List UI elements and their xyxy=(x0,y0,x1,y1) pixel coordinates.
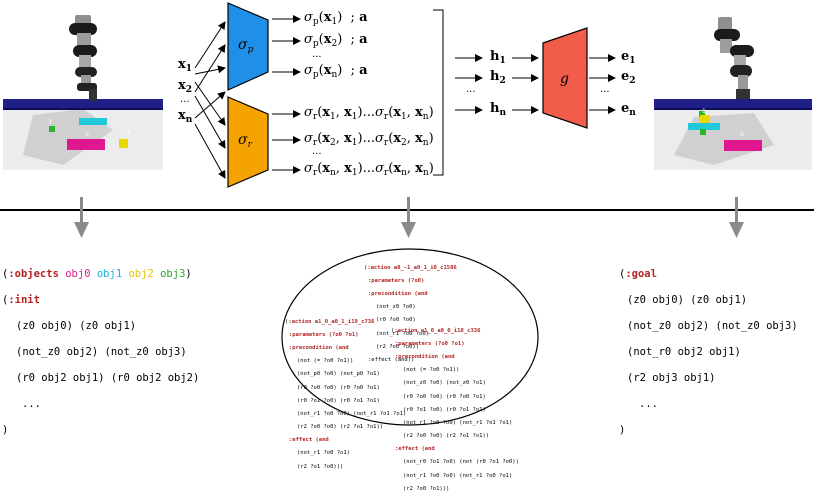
init-fact: (not_z0 obj2) (not_z0 obj3) xyxy=(16,346,187,358)
sr-output-ellipsis: ... xyxy=(312,146,322,157)
sr-output-1: σr(x1, x1)...σr(x1, xn) xyxy=(304,105,434,122)
input-ellipsis: ... xyxy=(180,94,190,105)
scene-label: 0 xyxy=(740,131,744,138)
sp-output-2: σp(x2) ; a xyxy=(304,32,368,49)
action-block-3: (:action a1_0_a0_0_i18_c336 :parameters … xyxy=(391,327,519,492)
input-xn: xn xyxy=(178,108,193,125)
embedding-ellipsis: ... xyxy=(600,84,610,95)
input-x2: x2 xyxy=(178,78,193,95)
sp-output-n: σp(xn) ; a xyxy=(304,63,368,80)
hidden-h1: h1 xyxy=(490,49,506,66)
goal-close: ) xyxy=(619,424,626,436)
goal-fact: (not_r0 obj2 obj1) xyxy=(627,346,741,358)
embedding-en: en xyxy=(621,101,636,118)
sp-output-ellipsis: ... xyxy=(312,49,322,60)
block-obj0 xyxy=(67,139,105,150)
hidden-hn: hn xyxy=(490,101,506,118)
action-block-1: (:action a0_-1_a0_1_i0_c1586 :parameters… xyxy=(364,264,457,363)
scene-label: 0 xyxy=(85,131,89,138)
embedding-e1: e1 xyxy=(621,49,636,66)
sr-output-n: σr(xn, x1)...σr(xn, xn) xyxy=(304,161,434,178)
init-fact: (r0 obj2 obj1) (r0 obj2 obj2) xyxy=(16,372,200,384)
g-label: g xyxy=(560,71,569,87)
sigma-p-network xyxy=(227,2,269,91)
robot-arm-icon xyxy=(714,17,754,99)
hidden-h2: h2 xyxy=(490,69,506,86)
action-model-ellipse xyxy=(281,248,539,426)
input-x1: x1 xyxy=(178,57,193,74)
block-obj3 xyxy=(49,126,55,132)
goal-keyword: :goal xyxy=(625,268,657,280)
init-ellipsis: ... xyxy=(22,398,41,410)
init-fact: (z0 obj0) (z0 obj1) xyxy=(16,320,137,332)
diagram-connectors xyxy=(0,2,814,426)
scene-label: 1 xyxy=(702,108,706,115)
scene-label: 3 xyxy=(48,119,52,126)
hidden-ellipsis: ... xyxy=(466,84,476,95)
goal-fact: (not_z0 obj2) (not_z0 obj3) xyxy=(627,320,798,332)
pddl-goal-block: (:goal (z0 obj0) (z0 obj1) (not_z0 obj2)… xyxy=(619,268,798,436)
sigma-p-label: σp xyxy=(238,37,254,55)
goal-fact: (r2 obj3 obj1) xyxy=(627,372,716,384)
goal-ellipsis: ... xyxy=(639,398,658,410)
initial-scene-image: 3 1 0 2 xyxy=(3,5,163,170)
init-close: ) xyxy=(2,424,9,436)
embedding-e2: e2 xyxy=(621,69,636,86)
sigma-r-network xyxy=(227,96,269,188)
g-network xyxy=(542,27,588,129)
goal-scene-image: 1 0 xyxy=(654,5,812,170)
scene-label: 1 xyxy=(93,111,97,118)
objects-line: (:objects obj0 obj1 obj2 obj3) xyxy=(2,268,192,280)
scene-label: 2 xyxy=(127,129,131,136)
goal-fact: (z0 obj0) (z0 obj1) xyxy=(627,294,748,306)
block-obj1 xyxy=(79,118,107,125)
sr-output-2: σr(x2, x1)...σr(x2, xn) xyxy=(304,131,434,148)
action-block-2: (:action a1_0_a0_1_i19_c736 :parameters … xyxy=(285,318,407,470)
pddl-init-block: (:objects obj0 obj1 obj2 obj3) (:init (z… xyxy=(2,255,199,450)
init-line: (:init xyxy=(2,294,40,306)
sp-output-1: σp(x1) ; a xyxy=(304,10,368,27)
robot-arm-icon xyxy=(69,15,97,101)
block-obj2 xyxy=(119,139,128,148)
sigma-r-label: σr xyxy=(238,132,252,150)
